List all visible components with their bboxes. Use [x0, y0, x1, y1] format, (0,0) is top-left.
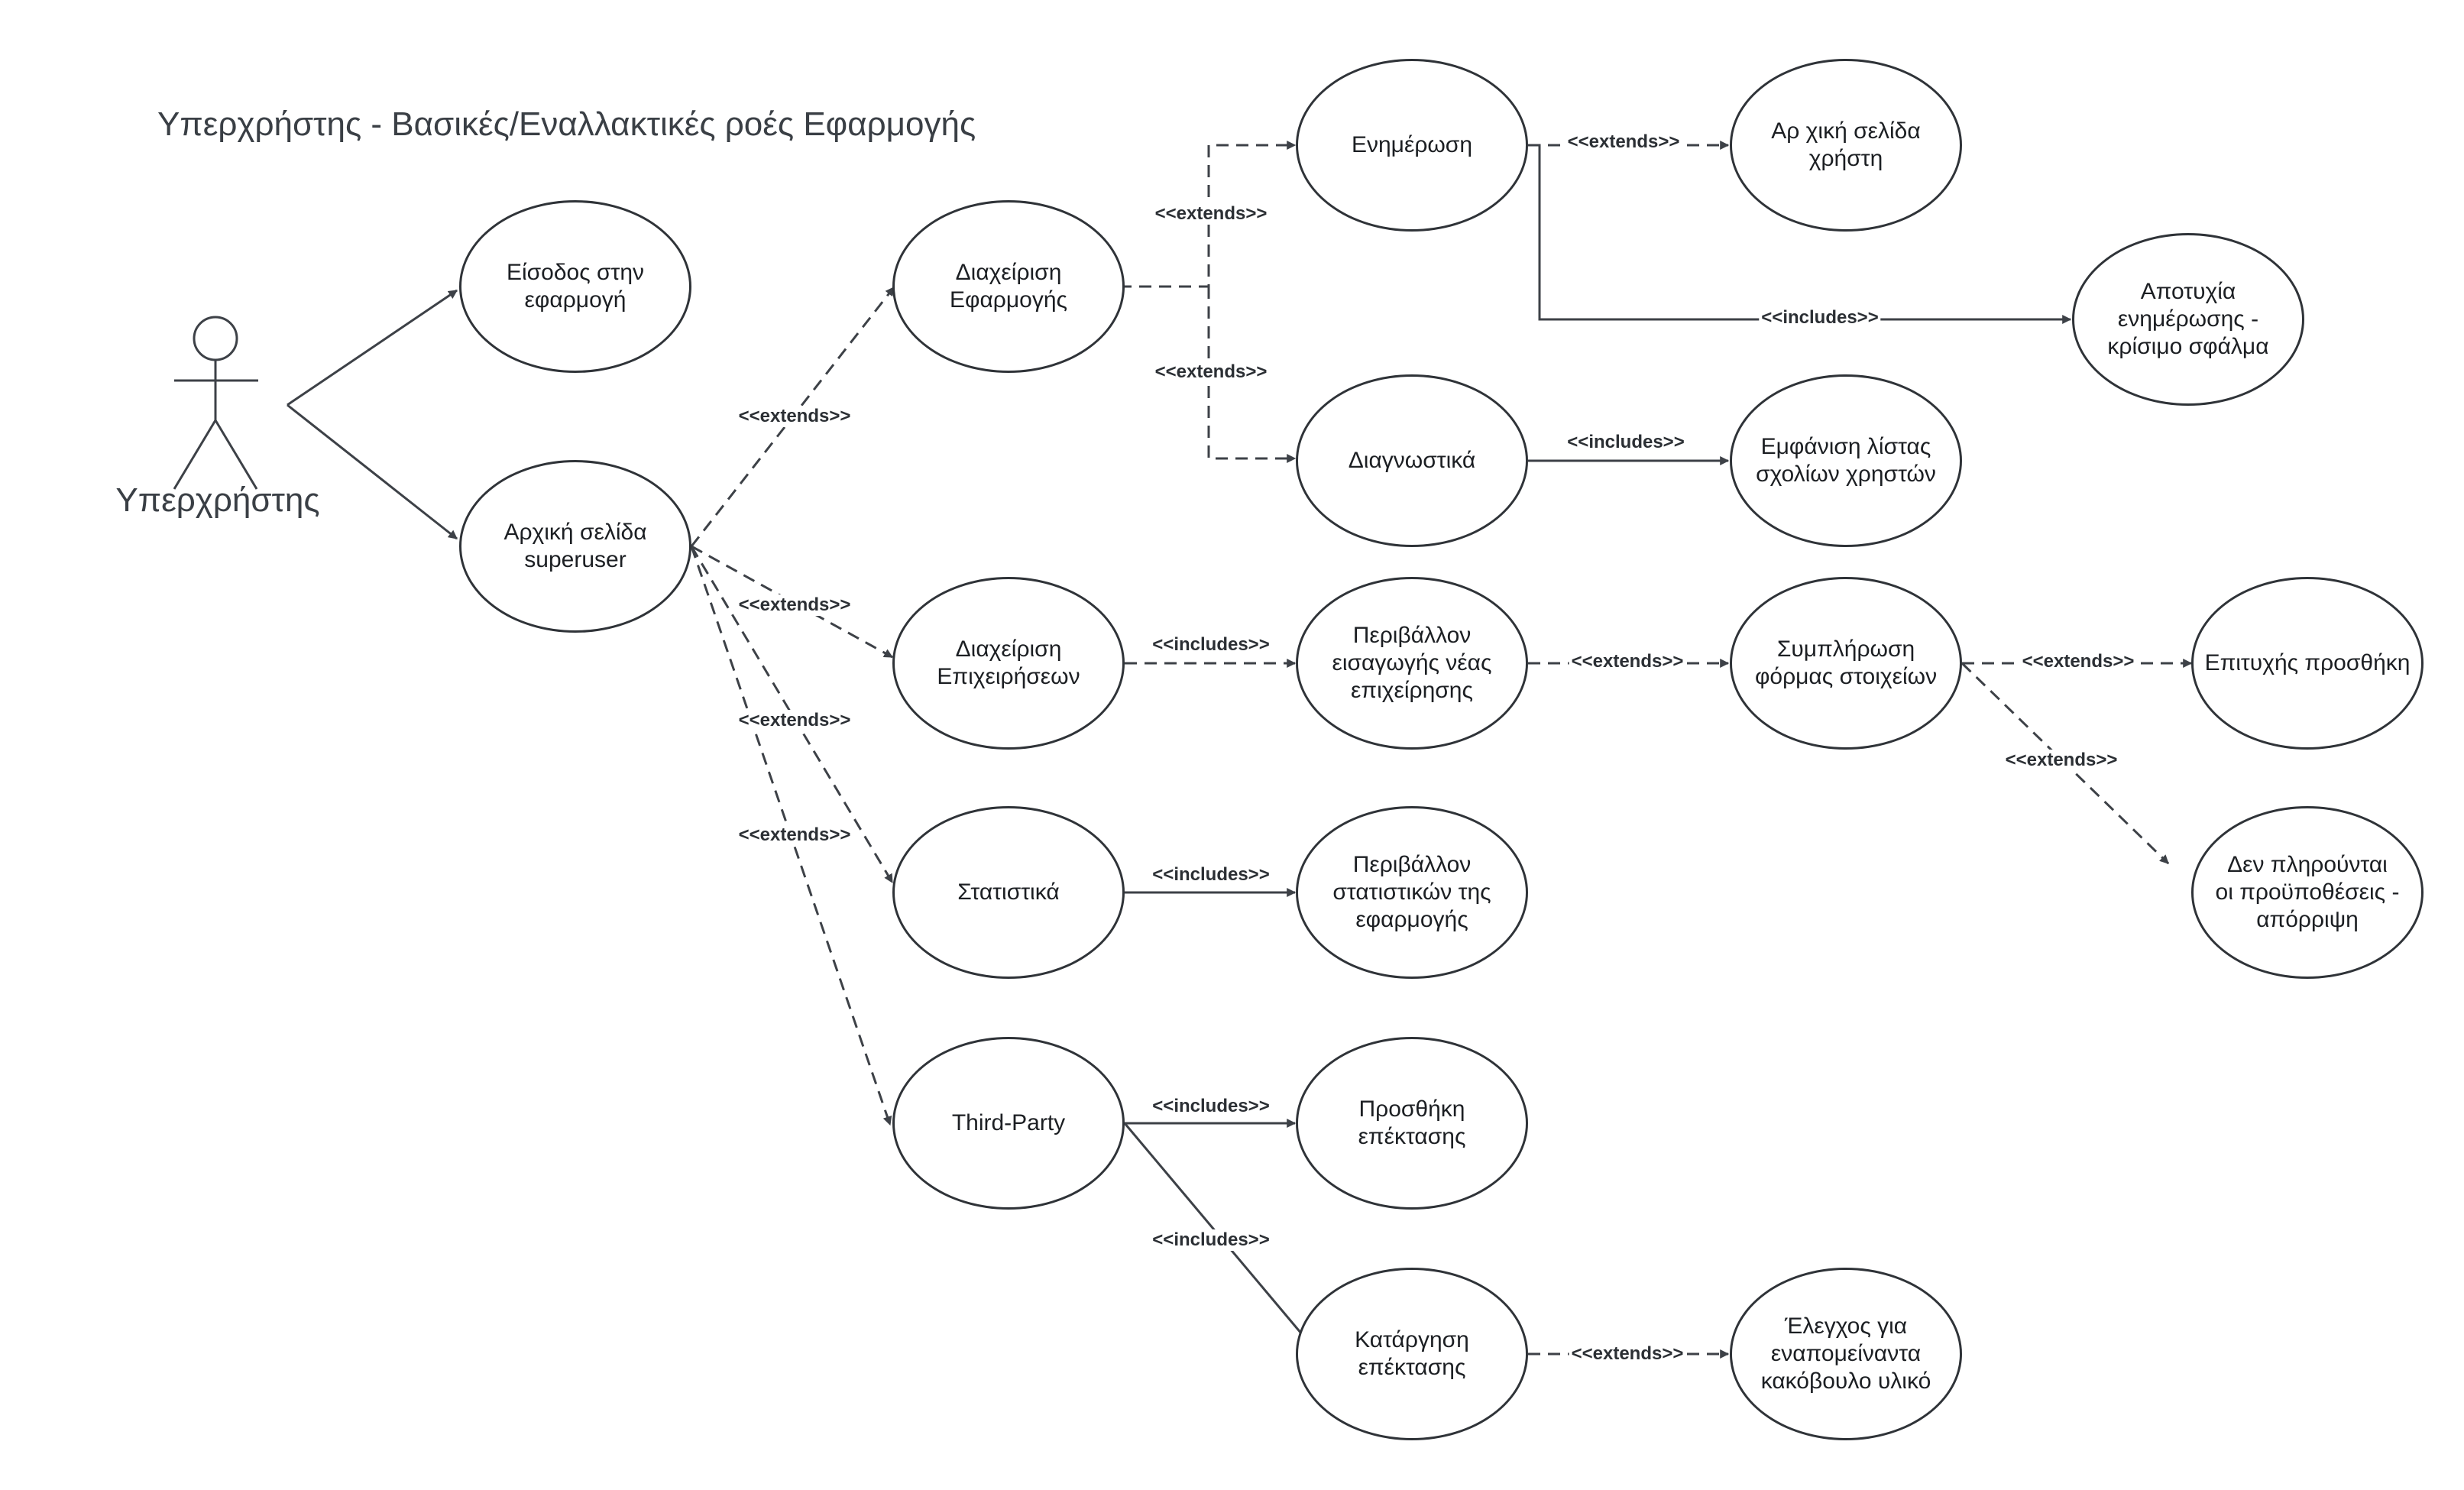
relation-label: <<extends>>: [1569, 651, 1686, 672]
relation-label: <<extends>>: [2019, 651, 2137, 672]
usecase-user-home[interactable]: Αρ χική σελίδα χρήστη: [1730, 59, 1962, 232]
usecase-label: Κατάργηση επέκτασης: [1355, 1327, 1469, 1380]
actor-to-home: [287, 403, 458, 540]
usecase-label: Έλεγχος για εναπομείναντα κακόβουλο υλικ…: [1760, 1313, 1931, 1394]
usecase-malware-check[interactable]: Έλεγχος για εναπομείναντα κακόβουλο υλικ…: [1730, 1268, 1962, 1440]
usecase-update-failure[interactable]: Αποτυχία ενημέρωσης - κρίσιμο σφάλμα: [2072, 233, 2304, 406]
usecase-business-management[interactable]: Διαχείριση Επιχειρήσεων: [892, 577, 1125, 750]
relation-label: <<extends>>: [736, 710, 853, 731]
actor-to-login: [287, 289, 458, 407]
usecase-label: Διαγνωστικά: [1348, 448, 1476, 473]
relation-label: <<includes>>: [1565, 432, 1687, 453]
usecase-label: Third-Party: [951, 1110, 1066, 1135]
usecase-label: Αρ χική σελίδα χρήστη: [1771, 118, 1921, 171]
relation-label: <<extends>>: [736, 406, 853, 427]
usecase-home[interactable]: Αρχική σελίδα superuser: [459, 460, 691, 633]
usecase-label: Περιβάλλον στατιστικών της εφαρμογής: [1332, 852, 1491, 932]
usecase-third-party[interactable]: Third-Party: [892, 1037, 1125, 1210]
usecase-app-management[interactable]: Διαχείριση Εφαρμογής: [892, 200, 1125, 373]
relation-label: <<extends>>: [736, 824, 853, 846]
usecase-remove-extension[interactable]: Κατάργηση επέκτασης: [1296, 1268, 1528, 1440]
relation-label: <<includes>>: [1150, 1096, 1272, 1117]
relation-label: <<extends>>: [1152, 361, 1270, 383]
usecase-add-extension[interactable]: Προσθήκη επέκτασης: [1296, 1037, 1528, 1210]
usecase-statistics[interactable]: Στατιστικά: [892, 806, 1125, 979]
usecase-label: Δεν πληρούνται οι προϋποθέσεις - απόρριψ…: [2215, 852, 2400, 932]
relation-label: <<extends>>: [1565, 131, 1682, 153]
usecase-label: Στατιστικά: [957, 879, 1060, 905]
usecase-label: Εμφάνιση λίστας σχολίων χρηστών: [1756, 434, 1936, 487]
relation-label: <<extends>>: [1569, 1343, 1686, 1365]
actor-label: Υπερχρήστης: [115, 481, 320, 519]
usecase-new-business-env[interactable]: Περιβάλλον εισαγωγής νέας επιχείρησης: [1296, 577, 1528, 750]
edge-app-diag: [1207, 287, 1297, 463]
usecase-label: Αποτυχία ενημέρωσης - κρίσιμο σφάλμα: [2107, 279, 2269, 359]
relation-label: <<extends>>: [736, 594, 853, 616]
usecase-fill-form[interactable]: Συμπλήρωση φόρμας στοιχείων: [1730, 577, 1962, 750]
usecase-update[interactable]: Ενημέρωση: [1296, 59, 1528, 232]
usecase-user-comments[interactable]: Εμφάνιση λίστας σχολίων χρηστών: [1730, 374, 1962, 547]
usecase-label: Προσθήκη επέκτασης: [1358, 1096, 1466, 1149]
relation-label: <<extends>>: [1152, 203, 1270, 225]
relation-label: <<includes>>: [1150, 864, 1272, 886]
diagram-title: Υπερχρήστης - Βασικές/Εναλλακτικές ροές …: [157, 105, 976, 143]
usecase-label: Είσοδος στην εφαρμογή: [506, 260, 645, 313]
relation-label: <<includes>>: [1150, 1229, 1272, 1251]
edge-home-stats: [690, 546, 894, 884]
usecase-add-success[interactable]: Επιτυχής προσθήκη: [2191, 577, 2424, 750]
usecase-stats-env[interactable]: Περιβάλλον στατιστικών της εφαρμογής: [1296, 806, 1528, 979]
actor-figure: [173, 316, 258, 490]
usecase-label: Αρχική σελίδα superuser: [503, 520, 647, 572]
usecase-label: Συμπλήρωση φόρμας στοιχείων: [1754, 636, 1938, 689]
usecase-reject[interactable]: Δεν πληρούνται οι προϋποθέσεις - απόρριψ…: [2191, 806, 2424, 979]
usecase-label: Περιβάλλον εισαγωγής νέας επιχείρησης: [1332, 623, 1492, 703]
usecase-label: Διαχείριση Επιχειρήσεων: [937, 636, 1080, 689]
usecase-label: Ενημέρωση: [1351, 132, 1473, 157]
usecase-diagnostics[interactable]: Διαγνωστικά: [1296, 374, 1528, 547]
usecase-login[interactable]: Είσοδος στην εφαρμογή: [459, 200, 691, 373]
relation-label: <<includes>>: [1759, 307, 1881, 329]
usecase-label: Διαχείριση Εφαρμογής: [950, 260, 1067, 313]
relation-label: <<extends>>: [2003, 750, 2120, 771]
relation-label: <<includes>>: [1150, 634, 1272, 656]
usecase-label: Επιτυχής προσθήκη: [2204, 650, 2411, 675]
